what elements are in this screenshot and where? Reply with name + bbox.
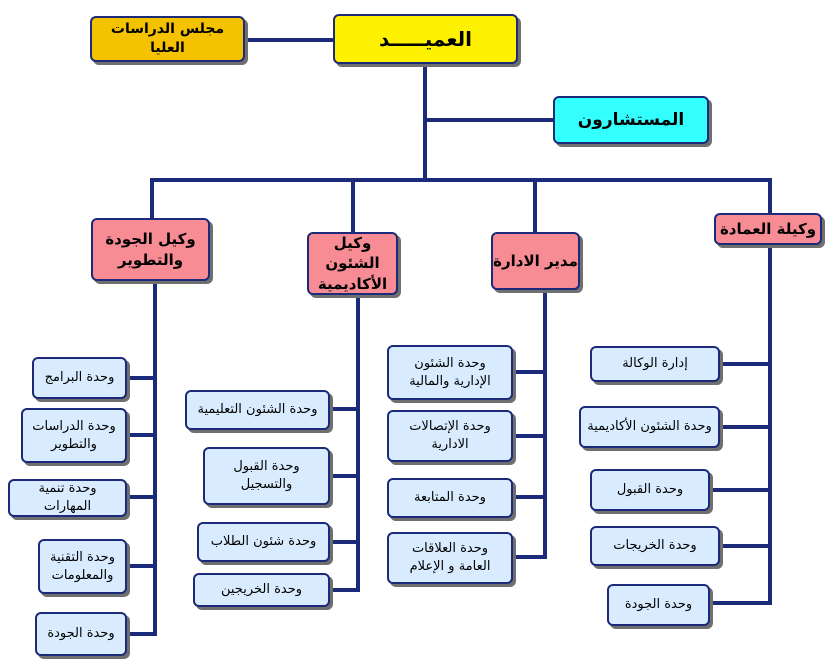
vice-dean-unit: إدارة الوكالة [590,346,720,382]
academic-unit: وحدة الشئون التعليمية [185,390,330,430]
quality-unit: وحدة الدراسات والتطوير [21,408,127,463]
quality-unit: وحدة البرامج [32,357,127,399]
vice-dean-unit: وحدة الجودة [607,584,710,626]
advisors-box: المستشارون [553,96,709,144]
graduate-council-box: مجلس الدراسات العليا [90,16,245,62]
quality-unit: وحدة الجودة [35,612,127,656]
admin-unit: وحدة العلاقات العامة و الإعلام [387,532,513,584]
quality-development-head-box: وكيل الجودة والتطوير [91,218,210,281]
academic-affairs-head-box: وكيل الشئون الأكاديمية [307,232,398,295]
vice-dean-unit: وحدة الشئون الأكاديمية [579,406,720,448]
vice-dean-unit: وحدة الخريجات [590,526,720,566]
academic-unit: وحدة القبول والتسجيل [203,447,330,505]
admin-unit: وحدة الإتصالات الادارية [387,410,513,462]
academic-unit: وحدة الخريجين [193,573,330,607]
admin-director-head-box: مدير الادارة [491,232,580,290]
admin-unit: وحدة المتابعة [387,478,513,518]
admin-unit: وحدة الشئون الإدارية والمالية [387,345,513,400]
dean-box: العميـــــد [333,14,518,64]
vice-dean-head-box: وكيلة العمادة [714,213,822,245]
quality-unit: وحدة تنمية المهارات [8,479,127,517]
vice-dean-unit: وحدة القبول [590,469,710,511]
academic-unit: وحدة شئون الطلاب [197,522,330,562]
quality-unit: وحدة التقنية والمعلومات [38,539,127,594]
